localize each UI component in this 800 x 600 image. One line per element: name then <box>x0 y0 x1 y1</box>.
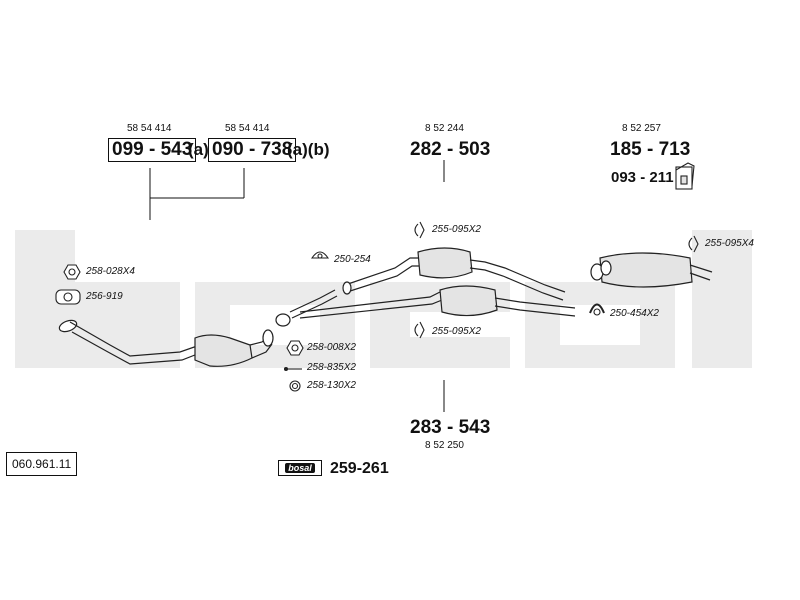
part-center-lower[interactable]: 283 - 543 <box>410 417 491 438</box>
clamp-icon-lower <box>414 321 425 339</box>
part-center-upper[interactable]: 282 - 503 <box>410 139 491 160</box>
clamp-icon-rear <box>688 235 699 253</box>
part-front-right[interactable]: 090 - 738 <box>208 138 297 162</box>
label-clamp-upper[interactable]: 255-095X2 <box>432 224 481 235</box>
label-clamp-lower[interactable]: 255-095X2 <box>432 326 481 337</box>
suffix-front-right: (a)(b) <box>287 140 330 159</box>
part-rear-upper[interactable]: 185 - 713 <box>610 139 691 160</box>
code-rear-upper: 8 52 257 <box>622 123 661 134</box>
hardware-icons <box>55 162 699 392</box>
leader-lines <box>149 160 445 412</box>
suffix-front-left: (a) <box>188 140 209 159</box>
rear-bracket-icon <box>675 162 695 190</box>
rear-silencer <box>590 252 713 288</box>
front-pipe-catalyst <box>58 319 274 367</box>
bosal-badge-text: bosal <box>285 463 315 473</box>
reference-number: 060.961.11 <box>6 452 78 476</box>
middle-pipe-upper <box>342 247 566 301</box>
part-rear-clamp[interactable]: 093 - 211 <box>611 169 674 186</box>
label-mount-rear[interactable]: 250-454X2 <box>610 308 659 319</box>
label-gasket-1[interactable]: 256-919 <box>86 291 123 302</box>
label-ring[interactable]: 258-130X2 <box>307 380 356 391</box>
rear-mount-icon <box>589 303 605 314</box>
code-front-right: 58 54 414 <box>225 123 270 134</box>
label-rubber-1[interactable]: 250-254 <box>334 254 371 265</box>
label-nut-1[interactable]: 258-028X4 <box>86 266 135 277</box>
code-front-left: 58 54 414 <box>127 123 172 134</box>
watermark-logo <box>15 230 752 368</box>
middle-pipe-lower <box>275 285 576 327</box>
label-clamp-rear[interactable]: 255-095X4 <box>705 238 754 249</box>
code-center-lower: 8 52 250 <box>425 440 464 451</box>
part-kit[interactable]: 259-261 <box>330 460 389 477</box>
bosal-badge: bosal <box>278 460 322 476</box>
code-center-upper: 8 52 244 <box>425 123 464 134</box>
label-bolt[interactable]: 258-835X2 <box>307 362 356 373</box>
clamp-icon-upper <box>414 221 425 239</box>
label-nut-2[interactable]: 258-008X2 <box>307 342 356 353</box>
part-front-left[interactable]: 099 - 543 <box>108 138 197 162</box>
